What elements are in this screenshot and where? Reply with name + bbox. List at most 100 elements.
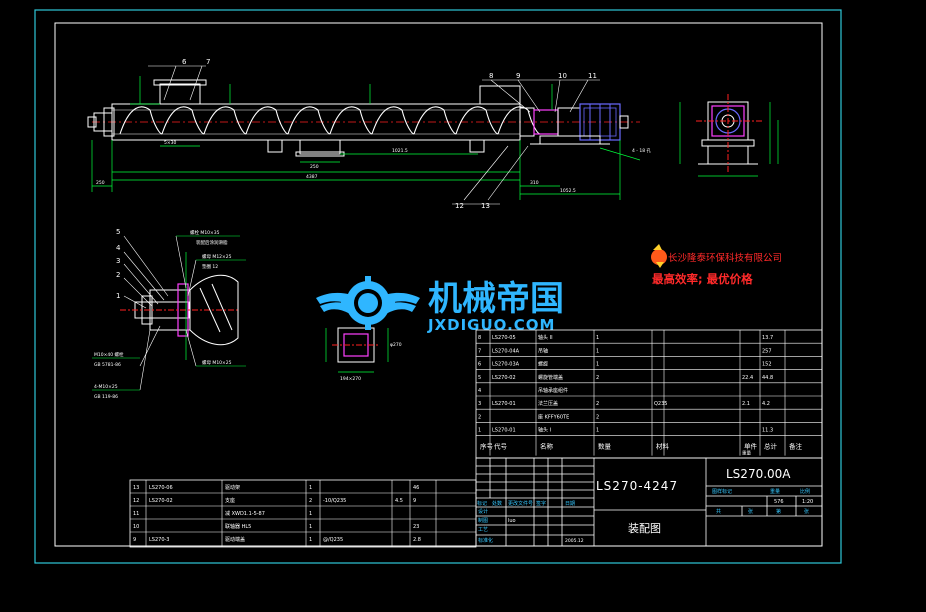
bom-upper-cell: 吊轴承座组件	[538, 387, 568, 394]
note-nut-2: 螺母 M10×25	[202, 359, 232, 366]
bom-lower-cell: 2.8	[413, 537, 421, 543]
bom-upper-cell: Q235	[654, 401, 667, 407]
note-bolt-3: 4-M10×25	[94, 384, 118, 390]
company-name: 长沙隆泰环保科技有限公司	[668, 252, 782, 264]
end-view	[679, 94, 779, 177]
bom-upper-cell: 1	[478, 428, 481, 434]
note-bolt-2: M10×40 螺栓	[94, 351, 124, 358]
dim-drive-length: 1052.5	[560, 188, 576, 194]
part-label-9: 9	[516, 72, 520, 80]
section-view: φ270 194×270	[325, 327, 402, 382]
bom-lower-cell: 1	[309, 524, 312, 530]
dim-span: 1021.5	[392, 148, 408, 154]
bom-upper-cell: 1	[596, 362, 599, 368]
bom-upper-cell: 法兰压盖	[538, 400, 558, 407]
bom-lower-cell: 1	[309, 485, 312, 491]
bom-upper-cell: 4.2	[762, 401, 770, 407]
stage-header-scale: 比例	[800, 488, 810, 495]
bom-upper-cell: LS270-03A	[492, 362, 520, 368]
bom-lower-cell: 减 XWD1.1-5-87	[225, 510, 265, 517]
bom-lower-cell: LS270-3	[149, 537, 170, 543]
bom-upper-header: 单件	[744, 442, 758, 451]
bom-lower-cell: 联轴器 HL5	[225, 523, 251, 530]
bom-weight-subheader: 重量	[742, 450, 751, 457]
bom-upper-cell: 2	[596, 401, 599, 407]
watermark: 机械帝国 JXDIGUO.COM	[316, 276, 564, 334]
bom-upper-cell: 2	[596, 375, 599, 381]
detail-part-2: 2	[116, 271, 120, 279]
bom-lower-cell: LS270-02	[149, 498, 173, 504]
sign-label-sign: 签字	[536, 500, 546, 507]
jxdiguo-gear-wings-logo	[316, 276, 420, 330]
sheet-unit-label-1: 张	[748, 508, 753, 515]
note-washer: 垫圈 12	[202, 263, 218, 270]
role-drafting: 制图	[478, 517, 488, 524]
bom-upper-cell: 2	[478, 414, 481, 420]
sign-label-mark: 标记	[477, 500, 487, 507]
bom-upper-cell: 螺旋	[538, 361, 548, 368]
main-assembly-view: 6 7 8 9 10 11 12 13 5×30 250 1021.5 4387…	[87, 58, 652, 210]
sheet-unit-label-2: 张	[804, 508, 809, 515]
bom-upper-cell: 3	[478, 401, 481, 407]
bom-upper-cell: LS270-02	[492, 375, 516, 381]
outer-frame	[34, 9, 842, 564]
bom-upper-cell: 7	[478, 348, 481, 354]
detail-part-5: 5	[116, 228, 120, 236]
dim-pitch: 5×30	[164, 140, 176, 146]
bom-upper-cell: 轴头 II	[538, 334, 553, 341]
dim-drive-end: 310	[530, 180, 539, 186]
bom-upper-cell: 257	[762, 348, 772, 354]
bom-upper-cell: 152	[762, 362, 772, 368]
sign-label-change-doc: 更改文件号	[508, 500, 533, 507]
sign-label-date: 日期	[565, 501, 575, 507]
bom-upper-cell: 1	[596, 335, 599, 341]
bom-upper-cell: 4	[478, 388, 481, 394]
bom-lower-cell: 10	[133, 524, 139, 530]
sheet-total-label: 共	[716, 508, 721, 515]
part-label-11: 11	[588, 72, 597, 80]
bom-upper-header: 名称	[540, 442, 554, 451]
note-std-2: GB 119-86	[94, 394, 118, 400]
bom-lower-cell: -10/Q235	[323, 498, 346, 504]
detail-part-3: 3	[116, 257, 120, 265]
bom-upper-cell: 螺旋管端盖	[538, 374, 563, 381]
title-block: 标记 处数 更改文件号 签字 日期 设计 制图 工艺 标准化 luo 2005.…	[475, 457, 823, 547]
sign-date: 2005.12	[565, 538, 584, 544]
role-design: 设计	[478, 508, 488, 515]
brand-en-text: JXDIGUO.COM	[427, 316, 555, 334]
bom-lower-cell: 支座	[225, 497, 235, 504]
bom-upper-cell: LS270-05	[492, 335, 516, 341]
stage-header-mark: 图样标记	[712, 488, 732, 495]
bom-upper-cell: 座 KFFY60TE	[538, 413, 569, 420]
bom-upper-cell: 6	[478, 362, 481, 368]
bom-lower-cell: 9	[413, 498, 416, 504]
bom-lower-cell: 驱动架	[225, 484, 240, 491]
shaft-detail-view: 5 4 3 2 1 螺栓 M10×35 装配后涂润滑脂 螺母 M12×25 垫圈…	[92, 228, 246, 400]
bom-upper-cell: 11.3	[762, 428, 773, 434]
bom-upper-header: 总计	[764, 442, 778, 451]
bom-upper-cell: 2.1	[742, 401, 750, 407]
bom-upper-cell: 13.7	[762, 335, 773, 341]
sign-label-count: 处数	[492, 500, 502, 507]
note-nut-1: 螺母 M12×25	[202, 253, 232, 260]
bom-upper-cell: 轴头 I	[538, 427, 551, 434]
bom-lower-cell: 2	[309, 498, 312, 504]
rooster-logo	[651, 244, 667, 268]
note-grease: 装配后涂润滑脂	[196, 239, 228, 246]
scale-value: 1:20	[802, 499, 813, 505]
note-bolt-1: 螺栓 M10×35	[190, 229, 220, 236]
bom-upper-header: 代号	[494, 442, 508, 451]
part-label-6: 6	[182, 58, 187, 66]
bom-lower-cell: @/Q235	[323, 537, 343, 543]
bom-lower-cell: 13	[133, 485, 139, 491]
note-std-1: GB 5781-86	[94, 362, 121, 368]
dim-outlet: 250	[310, 164, 319, 170]
sheet-number-label: 第	[776, 508, 781, 515]
bom-lower-cell: 46	[413, 485, 419, 491]
bom-lower-cell: 9	[133, 537, 136, 543]
bom-upper-cell: 44.8	[762, 375, 773, 381]
